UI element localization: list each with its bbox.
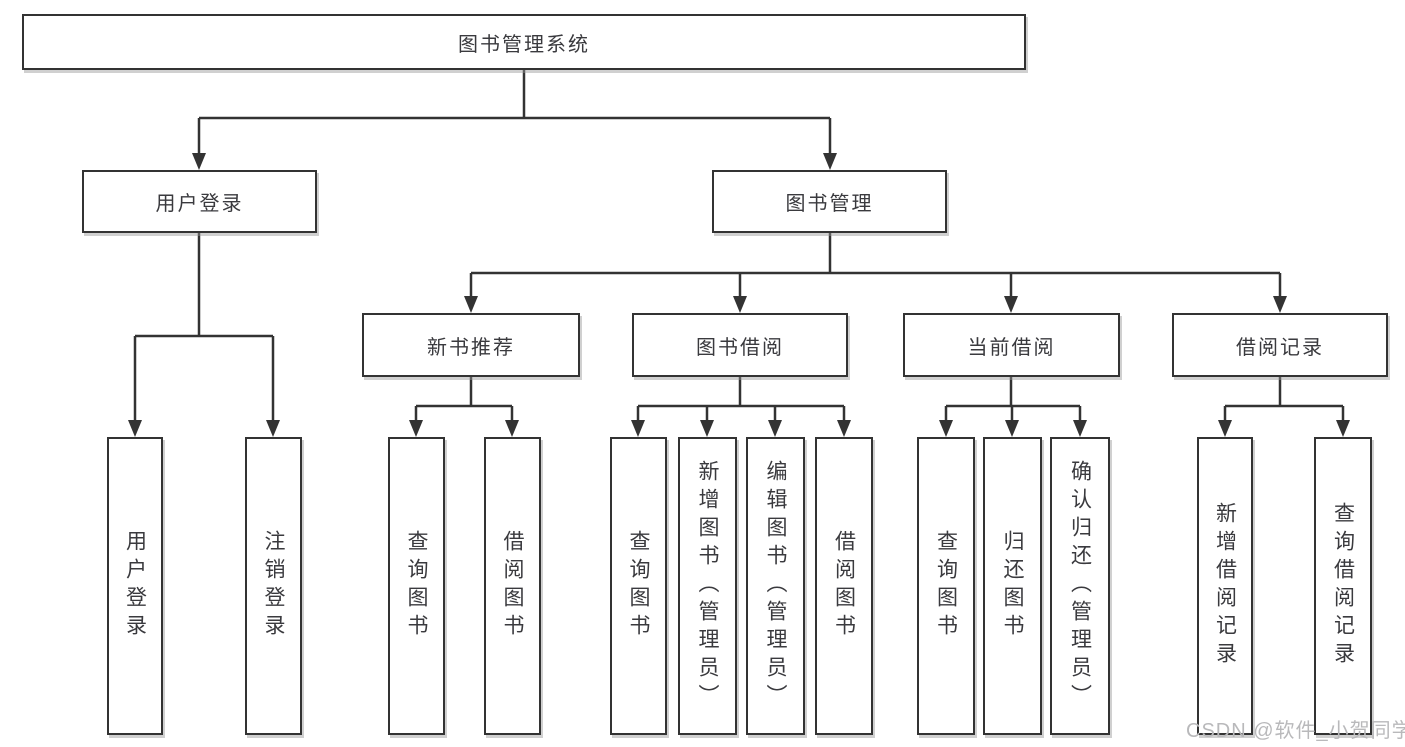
node-current-borrow: 当前借阅 bbox=[903, 313, 1120, 377]
node-new-book-recommend-label: 新书推荐 bbox=[427, 336, 515, 359]
leaf-query-books-3-label: 查询图书 bbox=[934, 530, 958, 642]
leaf-edit-books-admin-label: 编辑图书（管理员） bbox=[764, 460, 787, 712]
leaf-logout: 注销登录 bbox=[245, 437, 302, 735]
leaf-user-login: 用户登录 bbox=[107, 437, 163, 735]
leaf-query-books-1: 查询图书 bbox=[388, 437, 445, 735]
leaf-add-books-admin: 新增图书（管理员） bbox=[678, 437, 737, 735]
node-book-management-label: 图书管理 bbox=[785, 193, 874, 215]
leaf-query-books-2: 查询图书 bbox=[610, 437, 667, 735]
leaf-borrow-books-1: 借阅图书 bbox=[484, 437, 541, 735]
leaf-query-books-1-label: 查询图书 bbox=[405, 530, 428, 642]
leaf-add-borrow-record: 新增借阅记录 bbox=[1197, 437, 1253, 735]
node-current-borrow-label: 当前借阅 bbox=[967, 336, 1056, 359]
leaf-user-login-label: 用户登录 bbox=[123, 530, 147, 642]
node-new-book-recommend: 新书推荐 bbox=[362, 313, 580, 377]
leaf-return-books-label: 归还图书 bbox=[1001, 530, 1024, 642]
leaf-add-books-admin-label: 新增图书（管理员） bbox=[696, 460, 719, 712]
leaf-query-borrow-record: 查询借阅记录 bbox=[1314, 437, 1372, 735]
leaf-confirm-return-admin-label: 确认归还（管理员） bbox=[1068, 460, 1092, 712]
leaf-query-borrow-record-label: 查询借阅记录 bbox=[1331, 502, 1355, 670]
node-borrow-record: 借阅记录 bbox=[1172, 313, 1388, 377]
leaf-add-borrow-record-label: 新增借阅记录 bbox=[1213, 502, 1237, 670]
node-book-management: 图书管理 bbox=[712, 170, 947, 233]
node-user-login-label: 用户登录 bbox=[155, 193, 244, 215]
node-root: 图书管理系统 bbox=[22, 14, 1026, 70]
leaf-borrow-books-2: 借阅图书 bbox=[815, 437, 873, 735]
leaf-query-books-3: 查询图书 bbox=[917, 437, 975, 735]
leaf-query-books-2-label: 查询图书 bbox=[627, 530, 650, 642]
leaf-edit-books-admin: 编辑图书（管理员） bbox=[746, 437, 805, 735]
leaf-confirm-return-admin: 确认归还（管理员） bbox=[1050, 437, 1110, 735]
leaf-borrow-books-1-label: 借阅图书 bbox=[501, 530, 524, 642]
leaf-borrow-books-2-label: 借阅图书 bbox=[832, 530, 856, 642]
node-user-login: 用户登录 bbox=[82, 170, 317, 233]
node-root-label: 图书管理系统 bbox=[458, 33, 590, 56]
node-borrow-record-label: 借阅记录 bbox=[1236, 336, 1324, 359]
node-book-borrow: 图书借阅 bbox=[632, 313, 848, 377]
leaf-logout-label: 注销登录 bbox=[262, 530, 285, 642]
leaf-return-books: 归还图书 bbox=[983, 437, 1042, 735]
node-book-borrow-label: 图书借阅 bbox=[696, 336, 784, 359]
csdn-watermark: CSDN @软件_小贺同学 bbox=[1186, 720, 1405, 742]
